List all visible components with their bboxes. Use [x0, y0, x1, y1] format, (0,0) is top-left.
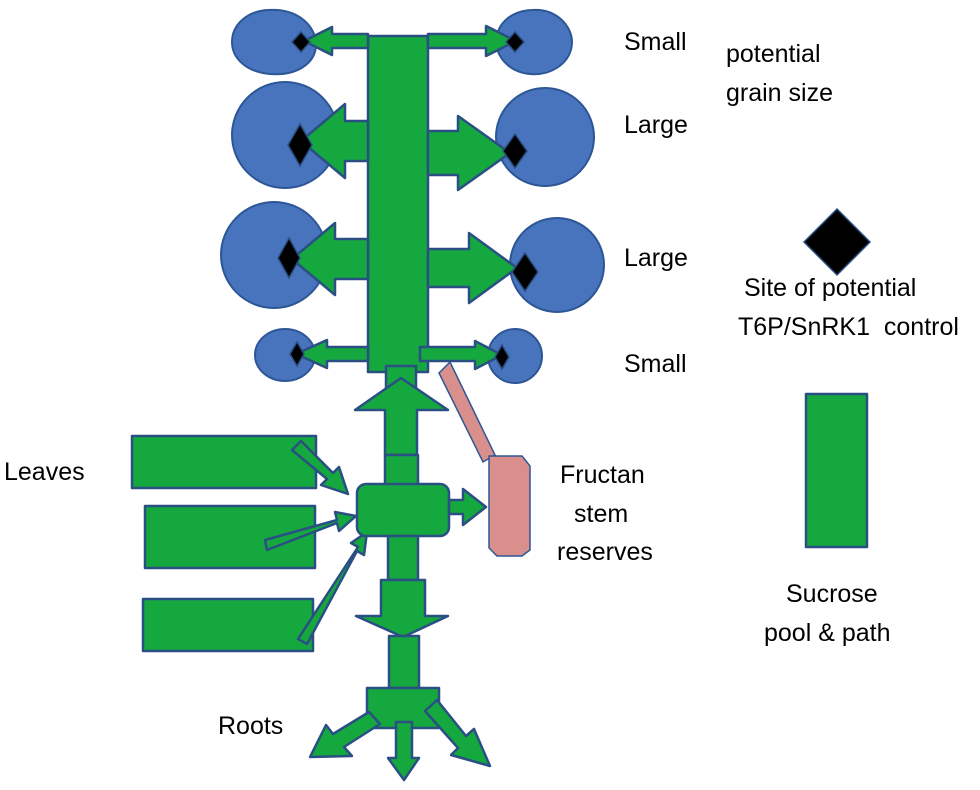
label-small-bottom: Small [624, 350, 687, 378]
arrow-to-small-bottom-right [418, 339, 504, 371]
root-arrow-right [423, 698, 492, 768]
arrow-stem-to-roots [354, 578, 450, 639]
arrow-pool-to-fructan [447, 487, 488, 527]
grain-large-upper-right [495, 87, 595, 187]
arrow-to-large-lower-left [290, 221, 370, 297]
arrow-to-small-top-right [426, 24, 518, 58]
label-roots: Roots [218, 712, 283, 740]
stem-lower-segment [386, 534, 420, 582]
legend-sucrose-line-1: Sucrose [786, 580, 878, 608]
label-small-top: Small [624, 28, 687, 56]
fructan-stem-reserves [438, 360, 531, 557]
control-site-diamond [277, 236, 301, 280]
arrow-leaf-middle-to-pool [263, 510, 358, 552]
label-large-upper: Large [624, 111, 688, 139]
control-site-diamond [511, 251, 539, 293]
rachis-main-stem [366, 34, 430, 374]
control-site-diamond [290, 30, 312, 54]
legend-sucrose-swatch [804, 392, 869, 549]
label-large-lower: Large [624, 244, 688, 272]
control-site-diamond [494, 343, 510, 371]
stem-to-root-segment [387, 634, 421, 690]
arrow-leaf-top-to-pool [290, 439, 350, 496]
labels-layer: Small potential grain size Large Large S… [4, 28, 959, 740]
label-fructan: Fructan [560, 461, 645, 489]
sucrose-pool-and-path [130, 24, 519, 782]
sucrose-pool-node [355, 482, 451, 538]
legend-control-site-diamond [802, 207, 872, 277]
fructan-reserve-box [488, 455, 531, 557]
arrow-to-small-top-left [302, 25, 370, 57]
label-stem: stem [574, 500, 628, 528]
arrow-stem-to-ear [353, 376, 450, 457]
label-grain-size: grain size [726, 79, 833, 107]
legend-sucrose-line-2: pool & path [764, 619, 891, 647]
arrow-leaf-bottom-to-pool [296, 530, 369, 646]
leaf-top [130, 434, 318, 490]
arrow-to-large-upper-left [299, 102, 370, 180]
label-potential: potential [726, 40, 821, 68]
t6p-snrk1-control-sites [277, 30, 539, 371]
control-site-diamond [289, 340, 305, 368]
grain-small-top-left [230, 8, 318, 76]
leaf-bottom [141, 597, 315, 653]
legend [802, 207, 872, 549]
arrow-to-large-lower-right [426, 231, 519, 305]
fructan-arrow-to-rachis [438, 360, 496, 464]
root-arrow-center [386, 720, 421, 782]
control-site-diamond [502, 132, 528, 170]
arrow-to-large-upper-right [426, 114, 512, 192]
stem-mid-segment [383, 453, 420, 487]
legend-control-line-2: T6P/SnRK1 control [738, 313, 959, 341]
root-arrow-left [308, 710, 382, 759]
legend-control-line-1: Site of potential [744, 274, 916, 302]
control-site-diamond [504, 30, 526, 54]
control-site-diamond [287, 122, 313, 168]
grain-small-top-right [494, 8, 574, 76]
label-reserves: reserves [557, 538, 653, 566]
grains-layer [220, 8, 605, 384]
arrow-to-small-bottom-left [294, 338, 370, 370]
label-leaves: Leaves [4, 458, 85, 486]
